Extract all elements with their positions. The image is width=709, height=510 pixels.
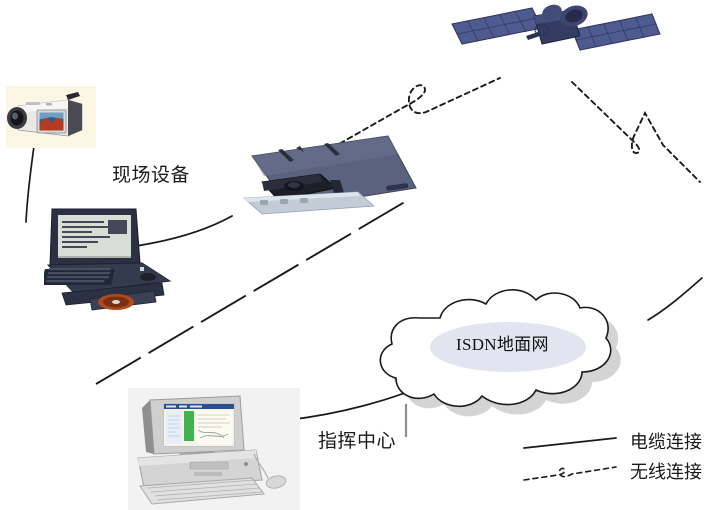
label-command-center: 指挥中心 (318, 431, 397, 452)
label-field-equipment: 现场设备 (112, 165, 191, 186)
command-center-workstation (128, 388, 300, 510)
field-laptop (41, 207, 184, 317)
legend-row-wireless: 无线连接 (520, 458, 702, 488)
cloud-inner-ellipse (430, 322, 586, 372)
legend-label-cable: 电缆连接 (630, 432, 702, 452)
legend-row-cable: 电缆连接 (520, 428, 702, 458)
link-cloud-to-remote-station (647, 277, 703, 321)
legend: 电缆连接 无线连接 (520, 428, 702, 488)
video-camcorder (6, 86, 96, 148)
link-camcorder-to-laptop (25, 145, 35, 223)
label-isdn-network: ISDN地面网 (456, 335, 549, 354)
legend-label-wireless: 无线连接 (630, 462, 702, 482)
legend-solid-line-icon (523, 437, 617, 449)
link-satellite-to-ground (571, 81, 701, 183)
communications-satellite (446, 2, 662, 74)
legend-dashed-line-icon (523, 466, 617, 481)
link-antenna-to-satellite (331, 77, 501, 149)
portable-satellite-antenna (238, 132, 424, 228)
